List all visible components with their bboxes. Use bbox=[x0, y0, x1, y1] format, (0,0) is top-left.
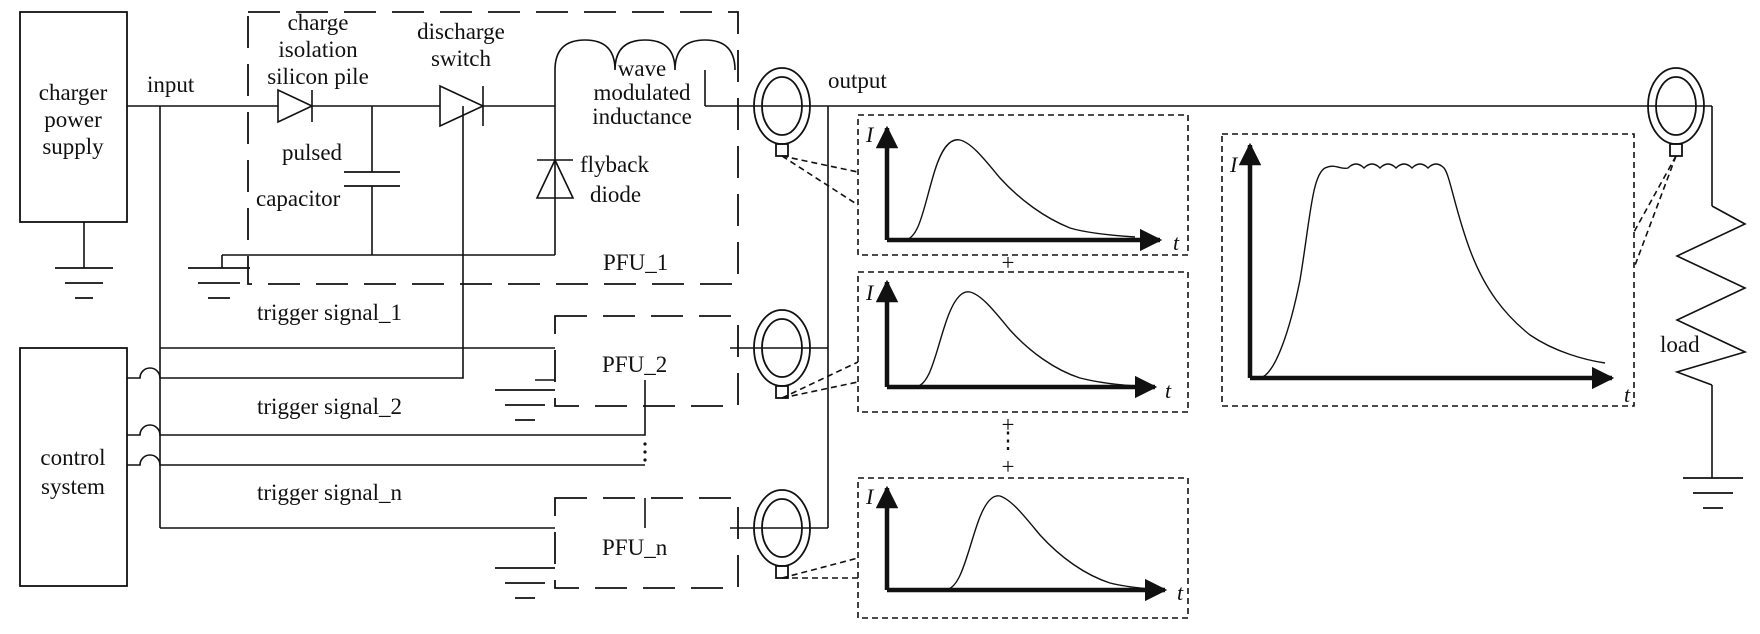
charge-isolation-label-3: silicon pile bbox=[267, 64, 369, 89]
charger-label-2: power bbox=[44, 107, 102, 132]
pfu1-label: PFU_1 bbox=[603, 250, 668, 275]
charge-isolation-label-1: charge bbox=[288, 10, 349, 35]
panel2-x-label: t bbox=[1165, 378, 1172, 403]
charge-isolation-label-2: isolation bbox=[278, 37, 358, 62]
load-label: load bbox=[1660, 332, 1700, 357]
charger-label-1: charger bbox=[39, 80, 108, 105]
current-sensor-n bbox=[753, 489, 811, 579]
trigger-signal-n-label: trigger signal_n bbox=[257, 480, 402, 505]
wiring bbox=[127, 70, 1713, 529]
wave-modulated-inductance bbox=[554, 39, 736, 71]
waveform-panel-2: I t bbox=[857, 271, 1189, 413]
load-ground bbox=[1683, 477, 1743, 509]
discharge-switch bbox=[439, 84, 485, 348]
pfun-label: PFU_n bbox=[602, 535, 668, 560]
wave-inductance-label-3: inductance bbox=[592, 104, 692, 129]
current-sensor-1 bbox=[753, 67, 811, 157]
trigger-signal-2-label: trigger signal_2 bbox=[257, 394, 402, 419]
sum-waveform-panel: I t bbox=[1221, 133, 1635, 407]
trigger-signal-1-label: trigger signal_1 bbox=[257, 300, 402, 325]
charge-isolation-diode bbox=[277, 88, 314, 124]
plus-3: + bbox=[1002, 454, 1015, 479]
flyback-diode-label-2: diode bbox=[590, 182, 641, 207]
current-sensor-load bbox=[1647, 67, 1705, 157]
panel1-x-label: t bbox=[1173, 230, 1180, 255]
control-label-1: control bbox=[40, 445, 105, 470]
waveform-panel-n: I t bbox=[857, 477, 1189, 619]
charger-label-3: supply bbox=[42, 134, 104, 159]
current-sensor-2 bbox=[753, 309, 811, 399]
trigger-dots bbox=[643, 442, 647, 462]
paneln-x-label: t bbox=[1177, 580, 1184, 605]
waveform-panel-1: I t bbox=[857, 114, 1189, 256]
input-label: input bbox=[147, 72, 195, 97]
pfu2-label: PFU_2 bbox=[602, 352, 667, 377]
sensor-leaders bbox=[781, 155, 1677, 579]
sum-x-label: t bbox=[1624, 382, 1631, 407]
pfu1-box: PFU_1 bbox=[247, 11, 739, 285]
charger-ground bbox=[55, 222, 113, 299]
pulsed-capacitor-label-1: pulsed bbox=[282, 140, 343, 165]
panel2-y-label: I bbox=[865, 280, 875, 305]
control-system: control system bbox=[19, 347, 128, 587]
trigger-lines bbox=[127, 348, 646, 528]
discharge-switch-label-1: discharge bbox=[417, 19, 505, 44]
plus-2: + bbox=[1002, 412, 1015, 437]
pfun-box: PFU_n bbox=[495, 497, 739, 599]
wave-inductance-label-2: modulated bbox=[593, 80, 691, 105]
sum-y-label: I bbox=[1229, 152, 1239, 177]
flyback-diode bbox=[535, 158, 575, 199]
pulsed-capacitor bbox=[344, 171, 400, 187]
pulsed-capacitor-label-2: capacitor bbox=[256, 186, 341, 211]
wave-inductance-label-1: wave bbox=[618, 56, 667, 81]
discharge-switch-label-2: switch bbox=[431, 46, 492, 71]
load-resistor: load bbox=[1660, 205, 1748, 386]
plus-1: + bbox=[1002, 250, 1015, 275]
panel1-y-label: I bbox=[865, 122, 875, 147]
control-label-2: system bbox=[41, 474, 105, 499]
charger-power-supply: charger power supply bbox=[19, 11, 128, 223]
output-label: output bbox=[828, 68, 887, 93]
pfu2-box: PFU_2 bbox=[495, 315, 739, 421]
panel-ellipsis: ⋮ bbox=[997, 428, 1020, 453]
flyback-diode-label-1: flyback bbox=[580, 152, 649, 177]
paneln-y-label: I bbox=[865, 484, 875, 509]
pfu1-ground bbox=[188, 254, 250, 299]
